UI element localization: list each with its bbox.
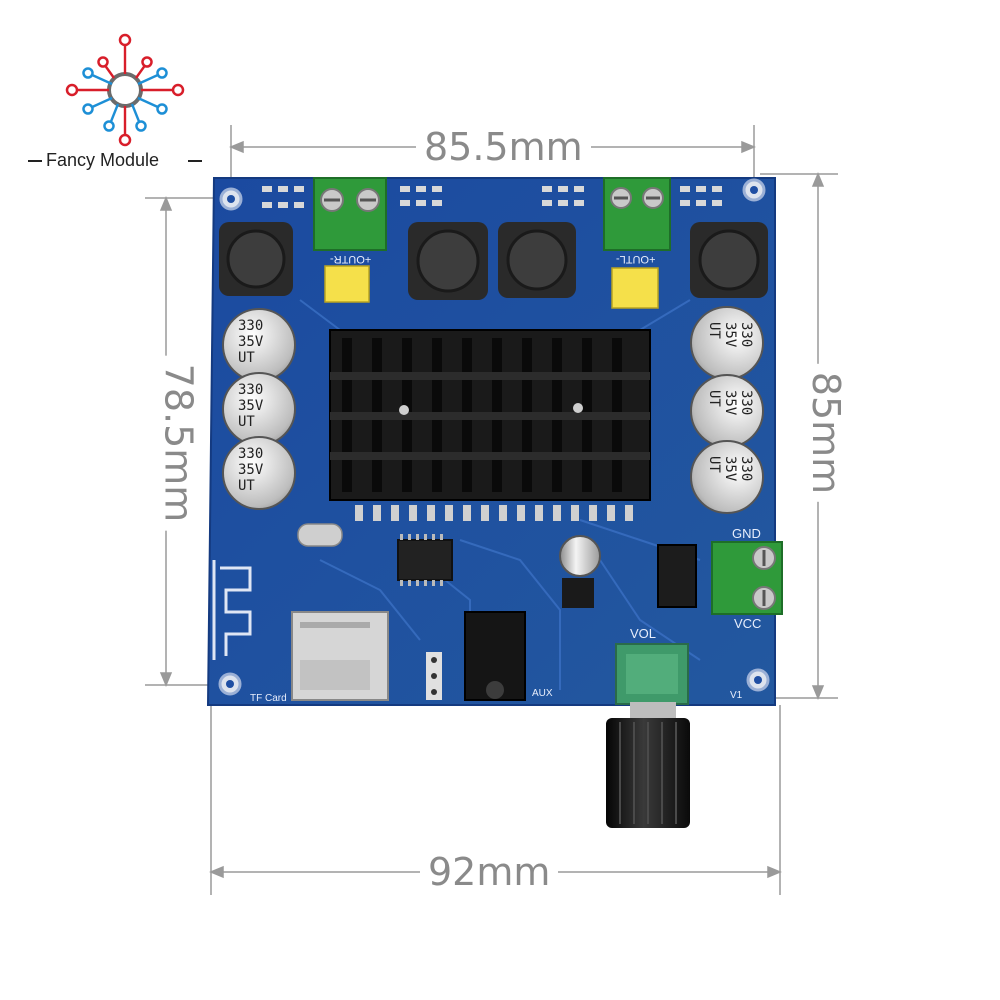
brand-name: Fancy Module xyxy=(46,150,160,170)
capacitor-value: 330 xyxy=(238,446,264,462)
capacitor-series: UT xyxy=(238,414,255,430)
silk-aux: AUX xyxy=(532,688,553,699)
silk-outl: +OUTL- xyxy=(616,253,656,265)
capacitor-right-2: 330 35V UT xyxy=(690,374,764,448)
capacitor-series: UT xyxy=(706,322,722,339)
capacitor-value: 330 xyxy=(738,322,754,348)
silk-vcc: VCC xyxy=(734,616,762,631)
capacitor-voltage: 35V xyxy=(722,456,738,482)
capacitor-series: UT xyxy=(706,390,722,407)
silk-tf-card: TF Card xyxy=(250,693,287,704)
dimension-bottom-width: 92mm xyxy=(420,853,559,891)
silk-gnd: GND xyxy=(732,526,761,541)
capacitor-series: UT xyxy=(238,478,255,494)
capacitor-left-3: 330 35V UT xyxy=(222,436,296,510)
capacitor-value: 330 xyxy=(238,382,264,398)
capacitor-voltage: 35V xyxy=(238,334,264,350)
capacitor-right-3: 330 35V UT xyxy=(690,440,764,514)
capacitor-series: UT xyxy=(706,456,722,473)
brand-logo xyxy=(60,28,190,148)
dimension-top-width: 85.5mm xyxy=(416,128,591,166)
silk-vol: VOL xyxy=(630,626,657,641)
capacitor-value: 330 xyxy=(238,318,264,334)
silk-outr: +OUTR- xyxy=(330,253,372,265)
capacitor-left-1: 330 35V UT xyxy=(222,308,296,382)
capacitor-value: 330 xyxy=(738,390,754,416)
capacitor-value: 330 xyxy=(738,456,754,482)
brand-line-left xyxy=(28,160,42,162)
capacitor-right-1: 330 35V UT xyxy=(690,306,764,380)
circuit-logo-icon xyxy=(65,33,185,147)
capacitor-voltage: 35V xyxy=(722,322,738,348)
brand-line-right xyxy=(188,160,202,162)
capacitor-voltage: 35V xyxy=(238,398,264,414)
capacitor-left-2: 330 35V UT xyxy=(222,372,296,446)
capacitor-series: UT xyxy=(238,350,255,366)
capacitor-voltage: 35V xyxy=(722,390,738,416)
silk-v1: V1 xyxy=(730,690,743,701)
capacitor-voltage: 35V xyxy=(238,462,264,478)
